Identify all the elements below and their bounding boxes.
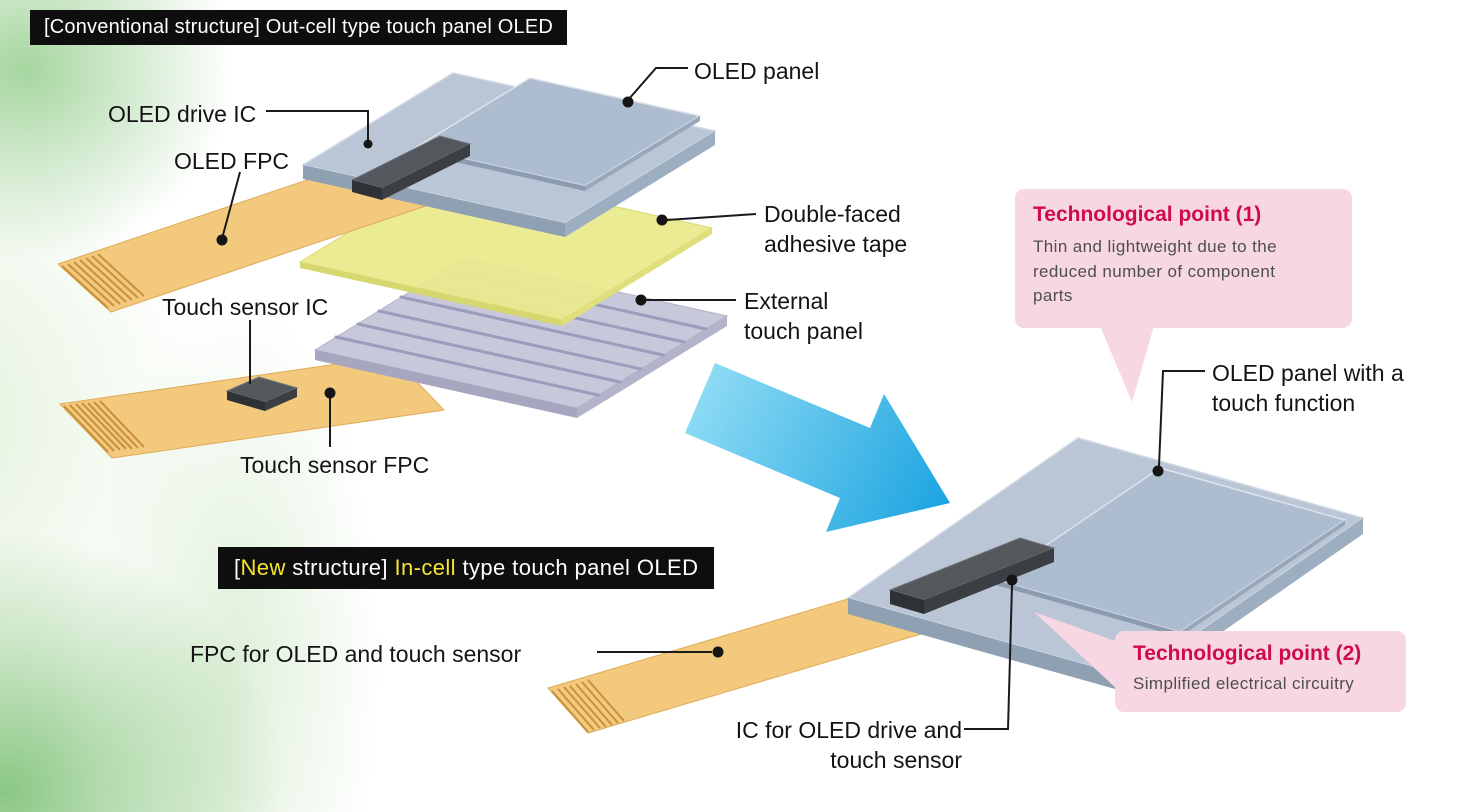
line-combined-ic: [964, 584, 1013, 730]
dot-oled-panel: [622, 96, 634, 108]
conventional-exploded-diagram: [57, 72, 729, 459]
combined-ic-chip: [888, 537, 1056, 614]
tech-point-1-body: Thin and lightweight due to the reduced …: [1033, 237, 1277, 306]
dot-external-touch-panel: [635, 294, 647, 306]
tech-point-2-callout: Technological point (2) Simplified elect…: [1115, 631, 1406, 712]
new-title-highlight-new: New: [240, 555, 286, 580]
new-title-mid: structure]: [285, 555, 395, 580]
external-touch-panel-label: External touch panel: [744, 288, 863, 344]
adhesive-tape-label: Double-faced adhesive tape: [764, 201, 908, 257]
incell-panel-layer: [846, 437, 1365, 694]
touch-sensor-ic-chip: [225, 376, 299, 411]
line-oled-drive-ic: [266, 110, 369, 142]
tech-point-2-title: Technological point (2): [1133, 642, 1362, 665]
oled-fpc-label: OLED FPC: [174, 148, 290, 174]
tech-point-1-tail: [1100, 326, 1154, 402]
dot-touch-sensor-fpc: [324, 387, 336, 399]
tech-point-2-body: Simplified electrical circuitry: [1133, 674, 1355, 693]
oled-fpc-connector-fingers: [61, 253, 145, 309]
touch-fpc-connector-fingers: [63, 400, 145, 453]
tech-point-2-tail: [1034, 612, 1118, 690]
new-structure-diagram: [547, 437, 1365, 734]
dot-oled-fpc: [216, 234, 228, 246]
line-incell-panel: [1158, 370, 1205, 467]
external-touch-panel-layer: [313, 257, 729, 418]
new-title-highlight-incell: In-cell: [394, 555, 456, 580]
oled-fpc-ribbon: [57, 149, 450, 313]
incell-active-area: [993, 467, 1347, 637]
incell-panel-label: OLED panel with a touch function: [1212, 360, 1404, 416]
oled-drive-ic-label: OLED drive IC: [108, 101, 257, 127]
dot-new-fpc: [712, 646, 724, 658]
transition-arrow-icon: [685, 363, 950, 532]
dot-combined-ic: [1006, 574, 1018, 586]
conventional-structure-title: [Conventional structure] Out-cell type t…: [30, 10, 568, 45]
new-title-bracket: [: [234, 555, 241, 580]
oled-drive-ic-chip: [350, 135, 472, 200]
dot-oled-drive-ic: [363, 139, 373, 149]
connector-lines: [222, 67, 1205, 730]
new-fpc-label: FPC for OLED and touch sensor: [190, 641, 522, 667]
combined-ic-label: IC for OLED drive and touch sensor: [735, 717, 962, 773]
line-oled-panel: [627, 67, 688, 101]
tech-point-1-callout: Technological point (1) Thin and lightwe…: [1015, 189, 1352, 328]
new-structure-title: [New structure] In-cell type touch panel…: [218, 547, 715, 589]
line-adhesive-tape: [666, 213, 757, 221]
dot-adhesive-tape: [656, 214, 668, 226]
connector-dots: [216, 96, 1164, 658]
line-oled-fpc: [222, 171, 241, 236]
dot-incell-panel: [1152, 465, 1164, 477]
new-title-rest: type touch panel OLED: [455, 555, 699, 580]
tech-point-1-title: Technological point (1): [1033, 203, 1262, 226]
touch-sensor-fpc-label: Touch sensor FPC: [240, 452, 430, 478]
touch-sensor-ic-label: Touch sensor IC: [162, 294, 329, 320]
oled-panel-label: OLED panel: [694, 58, 820, 84]
new-fpc-connector-fingers: [551, 679, 625, 733]
